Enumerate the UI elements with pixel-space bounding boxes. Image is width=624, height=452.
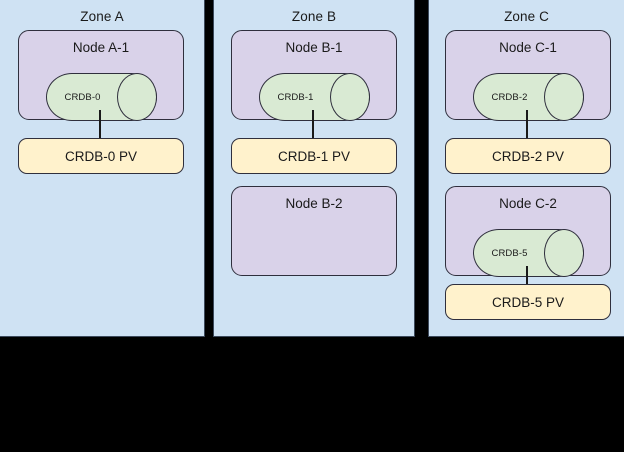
node-label-b-1: Node B-1: [285, 40, 343, 55]
node-box-a-1[interactable]: Node A-1 CRDB-0: [18, 30, 184, 121]
cylinder-end-cap-icon: [544, 229, 584, 277]
persistent-volume-crdb-5[interactable]: CRDB-5 PV: [445, 284, 611, 320]
connector-node-a-1-to-pv: [99, 110, 101, 140]
database-cylinder-icon-crdb-5[interactable]: CRDB-5: [473, 229, 584, 277]
cylinder-end-cap-icon: [544, 73, 584, 121]
database-cylinder-icon-crdb-0[interactable]: CRDB-0: [46, 73, 157, 121]
database-label-crdb-1: CRDB-1: [277, 91, 314, 103]
node-box-b-2[interactable]: Node B-2: [231, 186, 397, 276]
node-box-b-1[interactable]: Node B-1 CRDB-1: [231, 30, 397, 121]
connector-node-c-2-to-pv: [526, 266, 528, 296]
cylinder-end-cap-icon: [117, 73, 157, 121]
persistent-volume-label-crdb-2: CRDB-2 PV: [491, 148, 564, 164]
database-cylinder-icon-crdb-1[interactable]: CRDB-1: [259, 73, 370, 121]
persistent-volume-crdb-0[interactable]: CRDB-0 PV: [18, 138, 184, 174]
node-label-a-1: Node A-1: [72, 40, 130, 55]
persistent-volume-label-crdb-5: CRDB-5 PV: [491, 294, 564, 310]
node-box-c-2[interactable]: Node C-2 CRDB-5: [445, 186, 611, 277]
zone-container-b: Zone B Node B-1 CRDB-1 CRDB-1 PV Node B-…: [213, 0, 415, 337]
zone-title-c: Zone C: [504, 9, 549, 24]
zone-title-b: Zone B: [291, 9, 337, 24]
database-label-crdb-0: CRDB-0: [64, 91, 101, 103]
database-label-crdb-5: CRDB-5: [491, 247, 528, 259]
zone-title-a: Zone A: [80, 9, 124, 24]
node-label-c-1: Node C-1: [499, 40, 557, 55]
database-cylinder-icon-crdb-2[interactable]: CRDB-2: [473, 73, 584, 121]
persistent-volume-crdb-2[interactable]: CRDB-2 PV: [445, 138, 611, 174]
node-label-b-2: Node B-2: [285, 196, 343, 211]
connector-node-c-1-to-pv: [526, 110, 528, 140]
persistent-volume-crdb-1[interactable]: CRDB-1 PV: [231, 138, 397, 174]
cylinder-end-cap-icon: [330, 73, 370, 121]
node-label-c-2: Node C-2: [499, 196, 557, 211]
zone-container-a: Zone A Node A-1 CRDB-0 CRDB-0 PV: [0, 0, 205, 337]
node-box-c-1[interactable]: Node C-1 CRDB-2: [445, 30, 611, 121]
connector-node-b-1-to-pv: [312, 110, 314, 140]
persistent-volume-label-crdb-0: CRDB-0 PV: [64, 148, 137, 164]
zone-container-c: Zone C Node C-1 CRDB-2 CRDB-2 PV Node C-…: [428, 0, 624, 337]
database-label-crdb-2: CRDB-2: [491, 91, 528, 103]
persistent-volume-label-crdb-1: CRDB-1 PV: [277, 148, 350, 164]
